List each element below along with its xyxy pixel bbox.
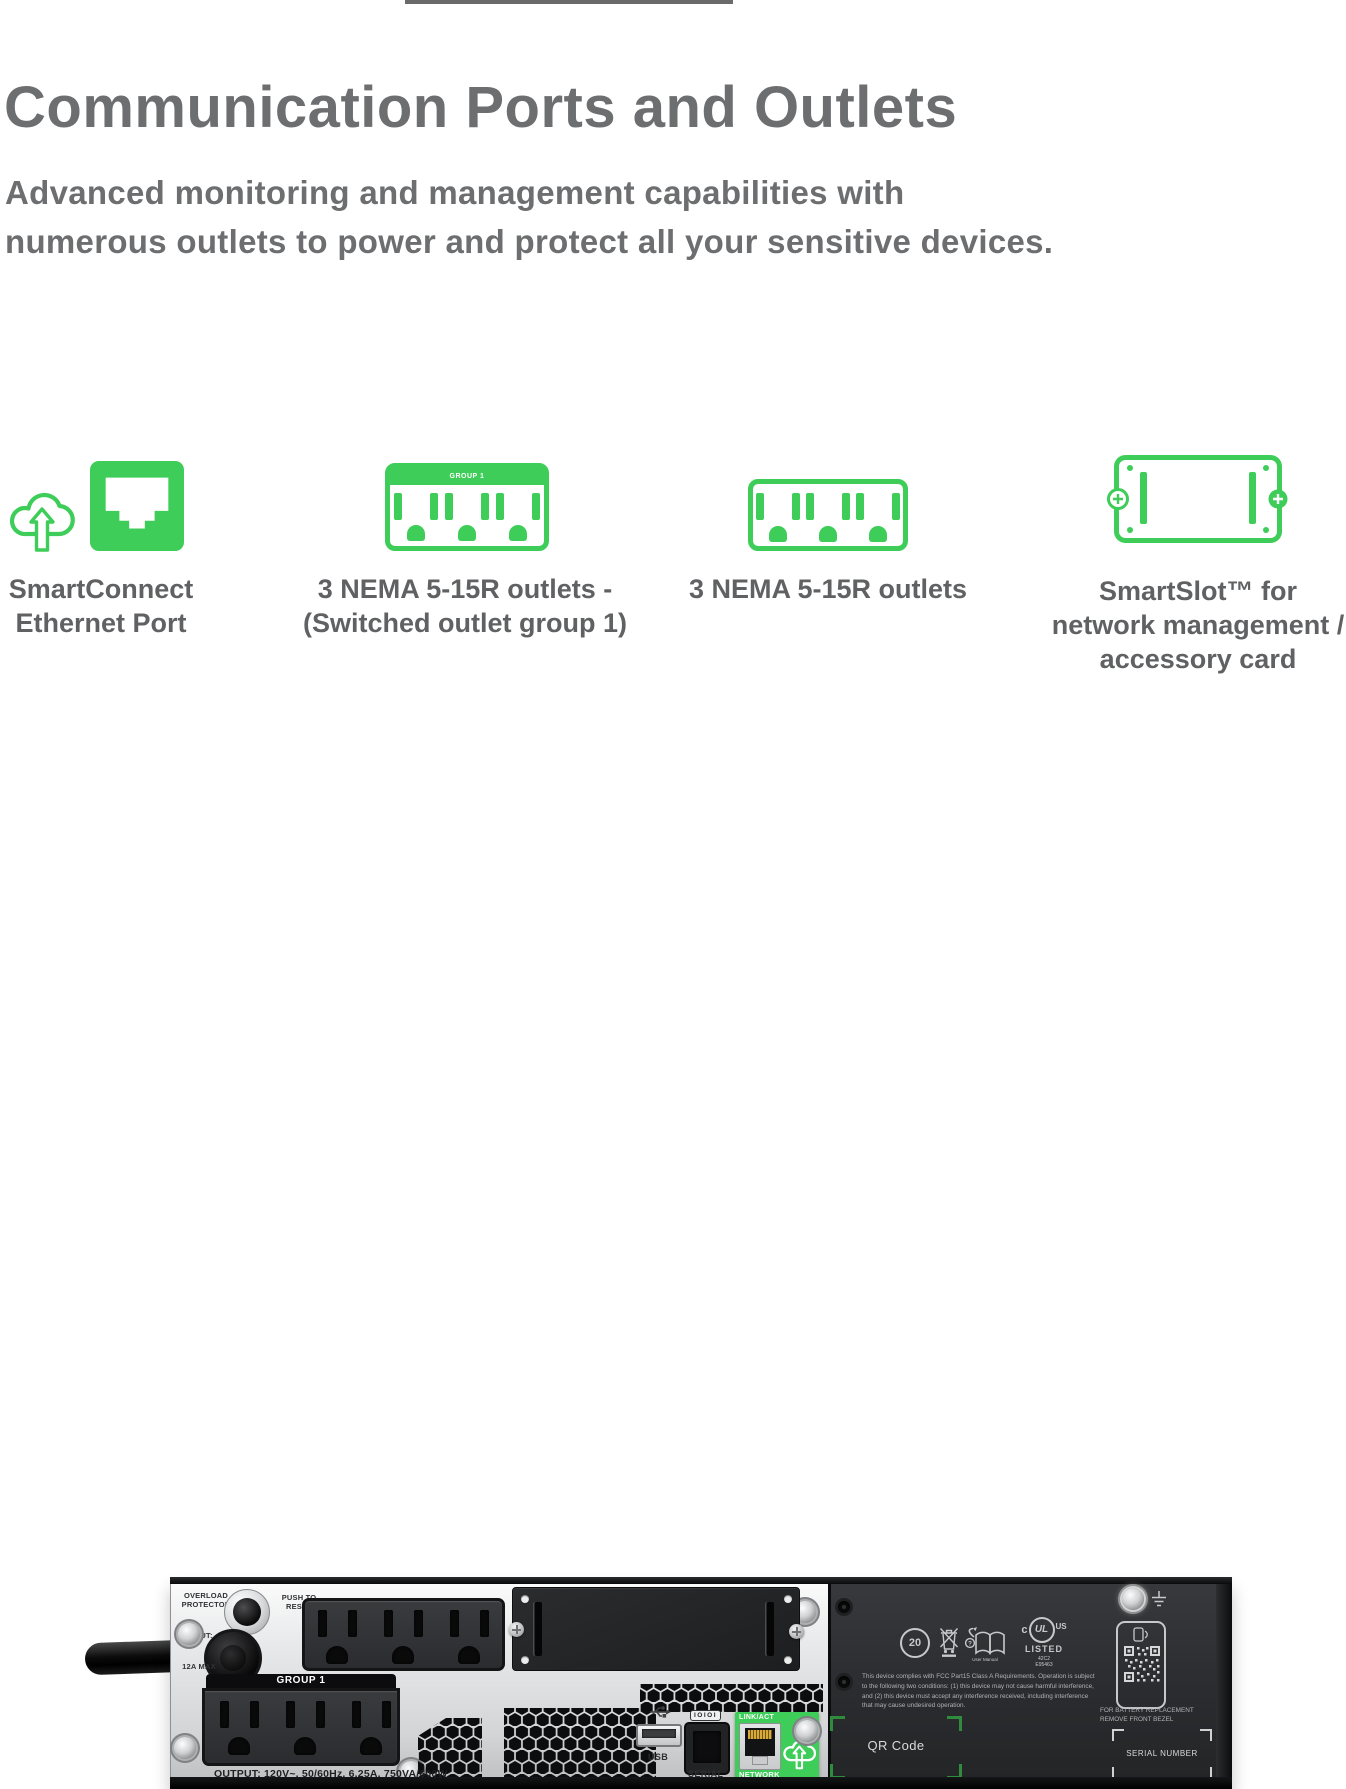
feature-label-outlets: 3 NEMA 5-15R outlets bbox=[683, 572, 973, 606]
device-top-edge bbox=[170, 1577, 1232, 1584]
ups-device-body: OVERLOAD PROTECTOR PUSH TO RESET INPUT: … bbox=[170, 1577, 1232, 1789]
feature-label-smartconnect: SmartConnect Ethernet Port bbox=[0, 572, 202, 640]
nema-outlet[interactable] bbox=[381, 1610, 429, 1668]
device-right-edge bbox=[1216, 1582, 1232, 1779]
smartslot-icon bbox=[1107, 455, 1288, 543]
group1-band: GROUP 1 bbox=[206, 1674, 396, 1688]
subtitle-line: numerous outlets to power and protect al… bbox=[5, 223, 1054, 260]
output-rating-label: OUTPUT: 120V~, 50/60Hz, 6.25A, 750VA/600… bbox=[214, 1768, 448, 1780]
nema-outlet[interactable] bbox=[447, 1610, 495, 1668]
screw-icon bbox=[796, 1720, 818, 1742]
cloud-upload-icon bbox=[10, 492, 75, 552]
battery-replacement-note: FOR BATTERY REPLACEMENT REMOVE FRONT BEZ… bbox=[1100, 1707, 1194, 1723]
usb-label: USB bbox=[648, 1752, 669, 1762]
feature-label-line: SmartConnect bbox=[8, 574, 194, 604]
network-port[interactable] bbox=[739, 1723, 781, 1770]
screw-icon bbox=[1122, 1588, 1144, 1610]
breaker-button-cap[interactable] bbox=[233, 1598, 261, 1626]
ethernet-port-icon bbox=[90, 460, 184, 552]
feature-label-line: SmartSlot™ for bbox=[1098, 576, 1298, 606]
rohs-recycle-icon: 20 bbox=[900, 1628, 930, 1658]
outlet-strip-group1-icon: GROUP 1 bbox=[385, 463, 549, 551]
serial-number-placeholder: SERIAL NUMBER bbox=[1112, 1729, 1212, 1779]
screw-hole bbox=[838, 1676, 850, 1688]
screw-hole bbox=[838, 1601, 850, 1613]
phone-scan-icon bbox=[1133, 1627, 1148, 1642]
qr-code-icon bbox=[1124, 1646, 1160, 1682]
usb-icon bbox=[650, 1706, 671, 1718]
link-act-label: LINK/ACT bbox=[739, 1714, 775, 1721]
screw-icon bbox=[509, 1622, 524, 1637]
qr-code-sticker bbox=[1116, 1621, 1166, 1709]
page-subtitle: Advanced monitoring and management capab… bbox=[5, 168, 1053, 266]
page-title: Communication Ports and Outlets bbox=[4, 75, 958, 140]
cord-boot-center bbox=[220, 1645, 246, 1671]
qr-code-placeholder: QR Code bbox=[830, 1716, 962, 1779]
outlet-block-group1 bbox=[202, 1688, 400, 1766]
nema-outlet[interactable] bbox=[315, 1610, 363, 1668]
feature-label-line: network management / bbox=[1051, 610, 1345, 640]
serial-label: SERIAL bbox=[688, 1769, 724, 1779]
group1-badge: GROUP 1 bbox=[390, 468, 544, 485]
feature-label-line: Ethernet Port bbox=[15, 608, 187, 638]
ground-icon bbox=[1152, 1591, 1166, 1607]
usb-port[interactable] bbox=[636, 1724, 682, 1747]
nema-outlet[interactable] bbox=[283, 1701, 331, 1759]
screw-icon bbox=[789, 1624, 804, 1639]
screw-icon bbox=[178, 1623, 200, 1645]
ups-rear-panel-photo: OVERLOAD PROTECTOR PUSH TO RESET INPUT: … bbox=[0, 780, 1346, 1789]
serial-port[interactable] bbox=[684, 1722, 730, 1775]
screw-icon bbox=[174, 1737, 196, 1759]
feature-label-line: 3 NEMA 5-15R outlets - bbox=[317, 574, 613, 604]
feature-label-line: (Switched outlet group 1) bbox=[303, 608, 627, 638]
outlet-strip-icon bbox=[748, 479, 908, 551]
user-manual-icon: ? bbox=[964, 1627, 1005, 1655]
weee-bin-icon bbox=[939, 1628, 959, 1657]
input-rating-label: 12A MAX bbox=[182, 1662, 216, 1671]
outlet-block-top bbox=[302, 1598, 505, 1671]
feature-label-smartslot: SmartSlot™ for network management / acce… bbox=[1040, 574, 1346, 676]
nema-outlet[interactable] bbox=[349, 1701, 397, 1759]
subtitle-line: Advanced monitoring and management capab… bbox=[5, 174, 905, 211]
feature-label-line: 3 NEMA 5-15R outlets bbox=[688, 574, 968, 604]
active-tab-underline[interactable] bbox=[405, 0, 733, 4]
smartslot-cover-plate bbox=[509, 1587, 804, 1671]
nema-outlet[interactable] bbox=[217, 1701, 265, 1759]
serial-port-icon: IOIOI bbox=[690, 1710, 722, 1721]
feature-label-line: accessory card bbox=[1099, 644, 1297, 674]
feature-label-outlets-group1: 3 NEMA 5-15R outlets - (Switched outlet … bbox=[295, 572, 635, 640]
user-manual-label: User Manual bbox=[972, 1657, 998, 1662]
svg-text:?: ? bbox=[968, 1641, 972, 1648]
fcc-compliance-text: This device complies with FCC Part15 Cla… bbox=[862, 1673, 1095, 1710]
cul-listed-icon: c UL US LISTED 42C2 E95463 bbox=[1014, 1617, 1074, 1668]
